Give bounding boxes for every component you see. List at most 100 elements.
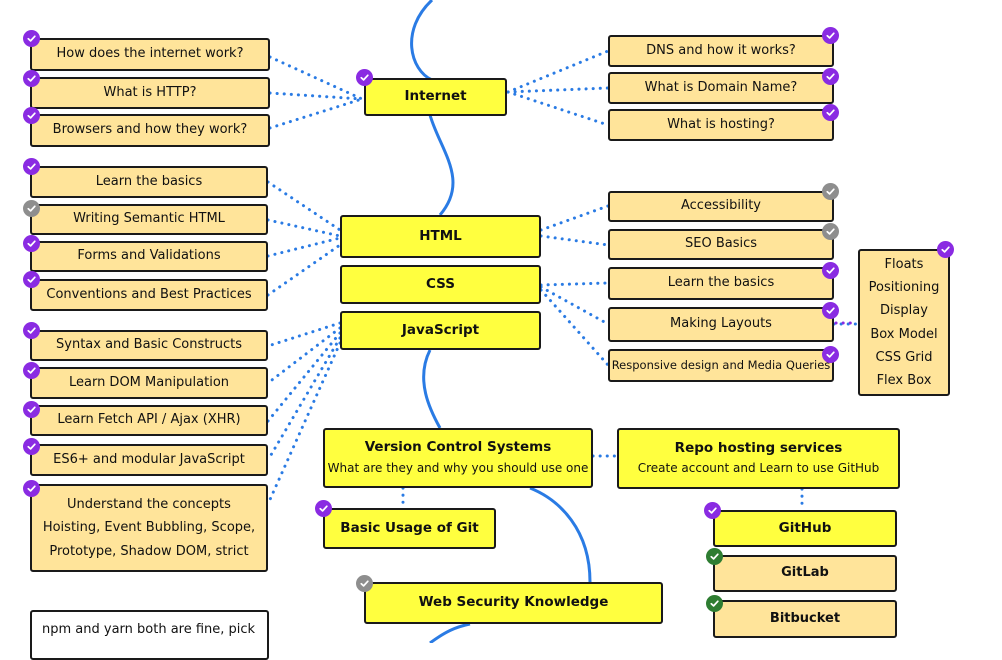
internet-right-1[interactable]: What is Domain Name? xyxy=(608,72,834,104)
dotted-connector xyxy=(539,281,610,287)
check-circle-icon xyxy=(937,241,954,258)
node-label: GitLab xyxy=(781,565,829,581)
node-label: Syntax and Basic Constructs xyxy=(56,337,242,353)
dotted-connector xyxy=(539,285,610,326)
html-left-3[interactable]: Conventions and Best Practices xyxy=(30,279,268,311)
dotted-connector xyxy=(268,97,364,130)
node-label: ES6+ and modular JavaScript xyxy=(53,451,245,467)
check-circle-icon xyxy=(23,70,40,87)
dotted-connector xyxy=(266,236,342,258)
dotted-connector xyxy=(539,234,610,247)
dotted-connector xyxy=(506,90,610,127)
dotted-connector xyxy=(266,326,342,385)
node-label: What is hosting? xyxy=(667,116,775,132)
check-circle-icon xyxy=(23,480,40,497)
node-label: GitHub xyxy=(778,519,832,536)
check-circle-icon xyxy=(822,302,839,319)
dotted-connector xyxy=(266,341,342,506)
vcs-subtitle: What are they and why you should use one xyxy=(327,460,589,475)
internet-left-2[interactable]: Browsers and how they work? xyxy=(30,114,270,147)
topic-version-control[interactable]: Version Control Systems What are they an… xyxy=(323,428,593,488)
check-circle-icon xyxy=(822,183,839,200)
node-label: How does the internet work? xyxy=(56,46,244,62)
dotted-connector xyxy=(266,243,342,297)
dotted-connector xyxy=(539,204,610,232)
dotted-connector xyxy=(266,336,342,462)
repo-gitlab[interactable]: GitLab xyxy=(713,555,897,592)
node-label: Learn DOM Manipulation xyxy=(68,374,230,390)
roadmap-spine xyxy=(410,0,592,643)
spine-segment xyxy=(410,0,434,82)
topic-git-basics[interactable]: Basic Usage of Git xyxy=(323,508,496,549)
layouts-list[interactable]: Floats Positioning Display Box Model CSS… xyxy=(858,249,950,396)
check-circle-icon xyxy=(822,104,839,121)
js-left-1[interactable]: Learn DOM Manipulation xyxy=(30,367,268,399)
node-label: Browsers and how they work? xyxy=(52,122,248,138)
dotted-connector xyxy=(266,218,342,238)
internet-left-1[interactable]: What is HTTP? xyxy=(30,77,270,109)
topic-javascript[interactable]: JavaScript xyxy=(340,311,541,350)
js-left-0[interactable]: Syntax and Basic Constructs xyxy=(30,330,268,361)
check-circle-icon xyxy=(704,502,721,519)
repo-github[interactable]: GitHub xyxy=(713,510,897,547)
topic-javascript-label: JavaScript xyxy=(401,321,480,338)
check-circle-icon xyxy=(23,200,40,217)
spine-segment xyxy=(428,114,455,216)
layout-item: Box Model xyxy=(870,326,938,342)
css-right-0[interactable]: Accessibility xyxy=(608,191,834,222)
dotted-connector xyxy=(266,180,342,232)
spine-segment xyxy=(422,349,442,429)
vcs-title: Version Control Systems xyxy=(364,439,552,456)
internet-right-0[interactable]: DNS and how it works? xyxy=(608,35,834,67)
topic-css[interactable]: CSS xyxy=(340,265,541,304)
js-left-3[interactable]: ES6+ and modular JavaScript xyxy=(30,444,268,476)
js-left-2[interactable]: Learn Fetch API / Ajax (XHR) xyxy=(30,405,268,436)
topic-internet[interactable]: Internet xyxy=(364,78,507,116)
node-label: What is HTTP? xyxy=(103,84,197,100)
check-circle-icon xyxy=(822,68,839,85)
dotted-connector xyxy=(266,331,342,423)
check-circle-icon xyxy=(23,30,40,47)
topic-web-security[interactable]: Web Security Knowledge xyxy=(364,582,663,624)
dotted-connector xyxy=(268,91,364,101)
dotted-connector xyxy=(539,288,610,367)
topic-repo-hosting[interactable]: Repo hosting services Create account and… xyxy=(617,428,900,489)
html-left-2[interactable]: Forms and Validations xyxy=(30,241,268,272)
css-right-3[interactable]: Making Layouts xyxy=(608,307,834,342)
internet-right-2[interactable]: What is hosting? xyxy=(608,109,834,141)
node-label: Bitbucket xyxy=(769,610,841,626)
html-left-1[interactable]: Writing Semantic HTML xyxy=(30,204,268,235)
node-label: Learn Fetch API / Ajax (XHR) xyxy=(57,412,241,428)
node-label: Writing Semantic HTML xyxy=(73,211,225,227)
check-circle-icon xyxy=(23,362,40,379)
spine-segment xyxy=(529,486,592,583)
check-circle-icon xyxy=(822,223,839,240)
js-concepts[interactable]: Understand the concepts Hoisting, Event … xyxy=(30,484,268,572)
node-label: Accessibility xyxy=(681,198,761,214)
dotted-connector xyxy=(266,321,342,348)
repo-bitbucket[interactable]: Bitbucket xyxy=(713,600,897,638)
concepts-line: Understand the concepts xyxy=(67,496,231,512)
package-manager-note: npm and yarn both are fine, pick xyxy=(30,610,269,660)
topic-internet-label: Internet xyxy=(404,88,467,105)
css-right-2[interactable]: Learn the basics xyxy=(608,267,834,300)
check-circle-icon xyxy=(356,575,373,592)
node-label: SEO Basics xyxy=(684,236,758,252)
check-circle-icon xyxy=(23,401,40,418)
dotted-connector xyxy=(506,49,610,94)
dotted-connector xyxy=(506,86,610,94)
node-label: What is Domain Name? xyxy=(644,79,798,95)
concepts-line: Hoisting, Event Bubbling, Scope, xyxy=(42,520,256,536)
layout-item: Floats xyxy=(884,257,924,273)
topic-html[interactable]: HTML xyxy=(340,215,541,258)
check-circle-icon xyxy=(356,69,373,86)
layout-item: Positioning xyxy=(868,280,940,296)
check-circle-icon xyxy=(822,262,839,279)
css-right-4[interactable]: Responsive design and Media Queries xyxy=(608,349,834,382)
check-circle-icon xyxy=(23,158,40,175)
css-right-1[interactable]: SEO Basics xyxy=(608,229,834,260)
check-circle-icon xyxy=(315,500,332,517)
html-left-0[interactable]: Learn the basics xyxy=(30,166,268,198)
check-circle-icon xyxy=(822,346,839,363)
internet-left-0[interactable]: How does the internet work? xyxy=(30,38,270,71)
